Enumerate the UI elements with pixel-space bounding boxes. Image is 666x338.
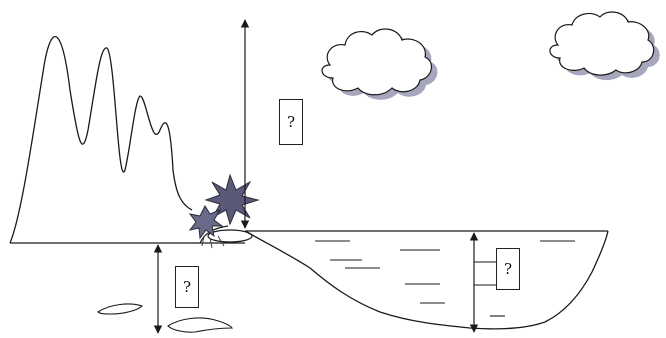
palm-plant-icon (190, 175, 258, 248)
sea-basin (245, 231, 608, 329)
mountain-range-icon (10, 37, 192, 243)
depth-question-box: ? (496, 248, 520, 290)
water-lines (315, 241, 575, 316)
cloud-icon (550, 12, 660, 80)
cloud-icon (322, 29, 437, 100)
seaweed-icon (168, 318, 232, 332)
ground-question-box: ? (175, 266, 199, 308)
fish-icon (98, 304, 142, 314)
altitude-question-box: ? (279, 99, 303, 145)
